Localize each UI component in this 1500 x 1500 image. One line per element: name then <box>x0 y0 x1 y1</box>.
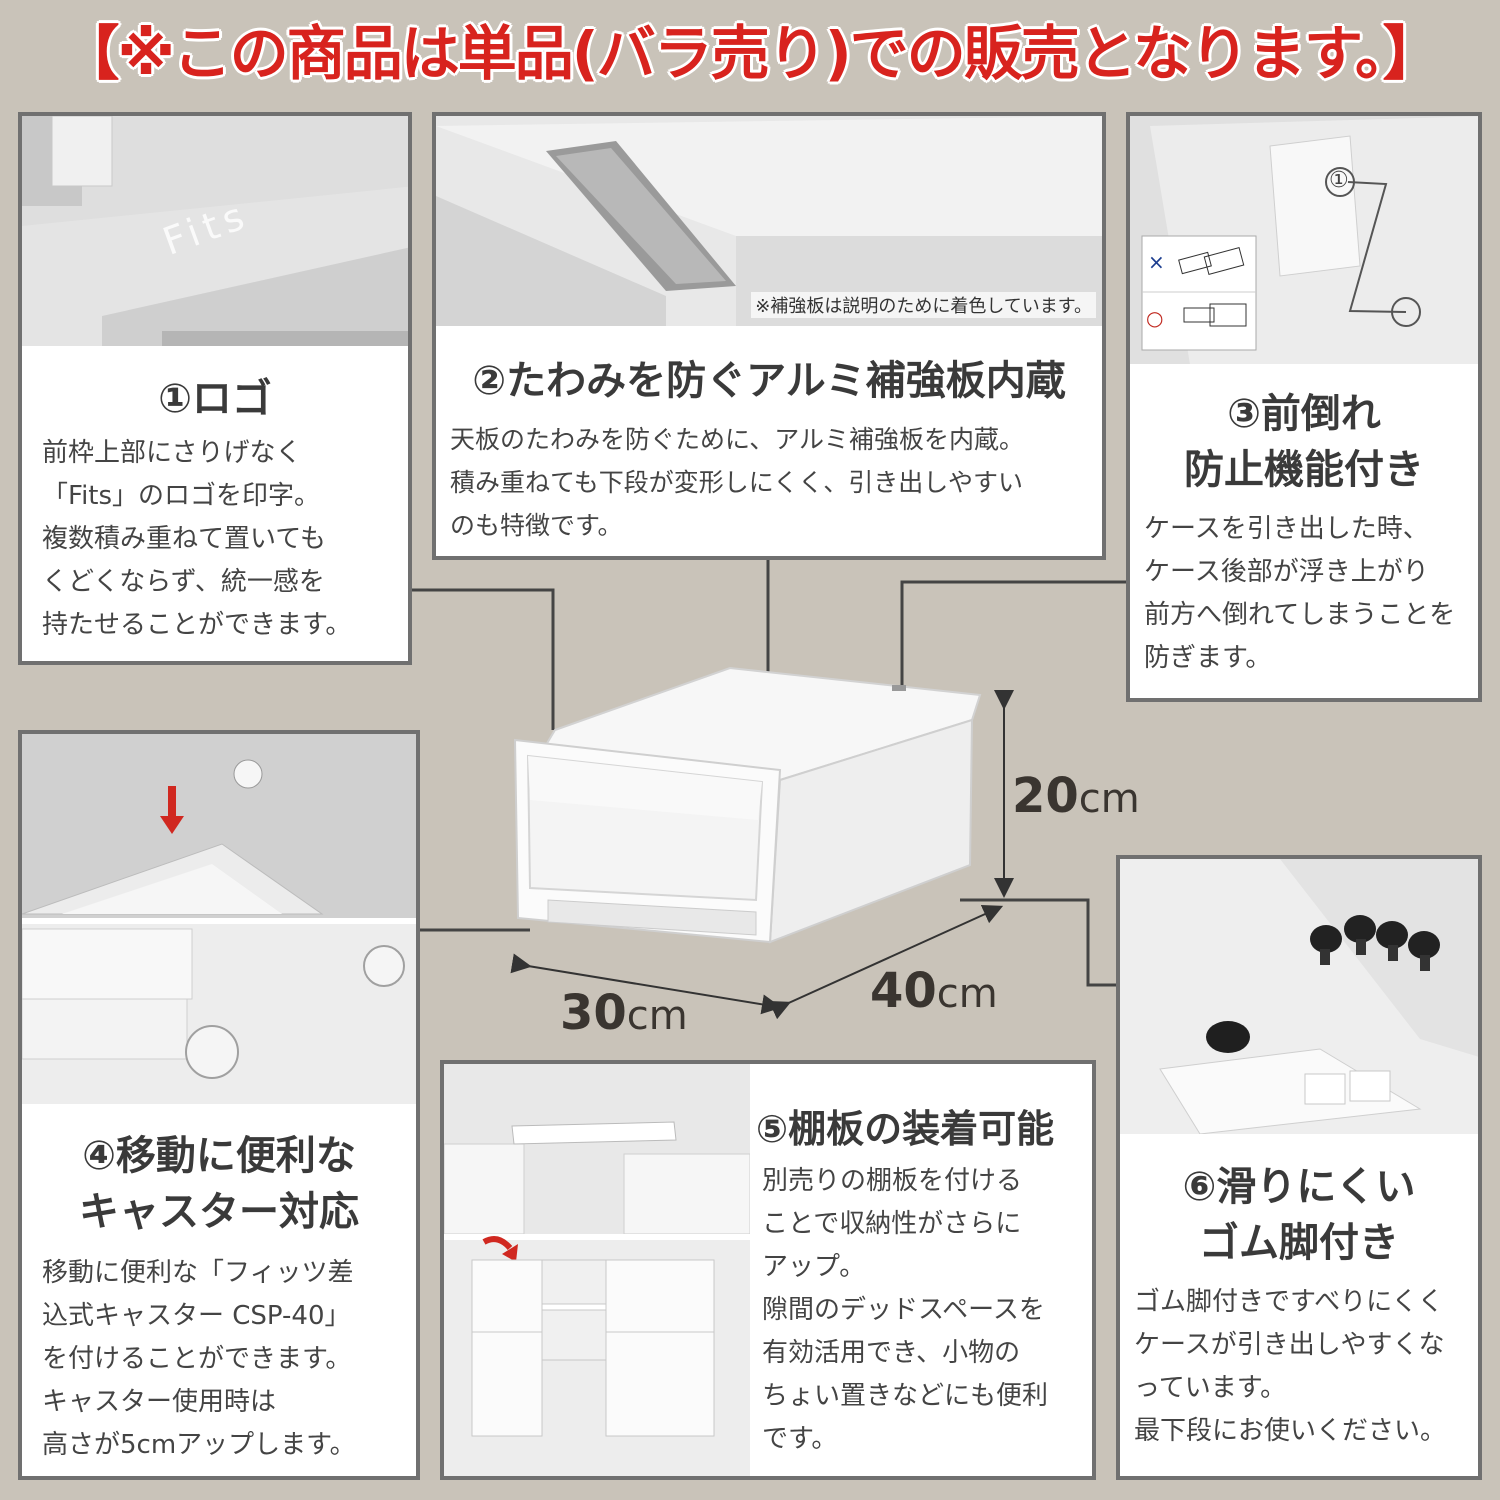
anti-tip-illustration <box>1130 116 1478 364</box>
body-line: です。 <box>762 1424 838 1454</box>
body-line: ちょい置きなどにも便利 <box>762 1381 1049 1411</box>
rubber-feet-photo <box>1120 859 1478 1134</box>
unit-label: cm <box>626 993 688 1039</box>
caster-photo <box>22 734 416 1104</box>
unit-label: cm <box>1078 776 1140 822</box>
body-line: ケースを引き出した時、 <box>1144 514 1429 544</box>
shelf-board-photo <box>444 1064 750 1476</box>
color-note: ※補強板は説明のために着色しています。 <box>751 292 1096 318</box>
depth-dimension: 40cm <box>870 963 998 1019</box>
feature-title-aluminum-plate: ②たわみを防ぐアルミ補強板内蔵 <box>472 358 1066 404</box>
feature-body-shelf-board: 別売りの棚板を付ける ことで収納性がさらに アップ。 隙間のデッドスペースを 有… <box>762 1160 1048 1461</box>
feature-title-anti-tip: ③前倒れ 防止機能付き <box>1130 386 1478 498</box>
shelf-board-illustration <box>444 1064 750 1476</box>
feature-panel-anti-tip: ① × ○ ③前倒れ 防止機能付き ケースを引き出した時、 ケース後部が浮き上が… <box>1126 112 1482 702</box>
body-line: くどくならず、統一感を <box>42 567 325 597</box>
drawer-product-image <box>513 666 982 944</box>
title-line: ゴム脚付き <box>1199 1220 1399 1266</box>
body-line: ことで収納性がさらに <box>762 1209 1022 1239</box>
depth-value: 40 <box>870 963 937 1019</box>
feature-body-logo: 前枠上部にさりげなく 「Fits」のロゴを印字。 複数積み重ねて置いても くどく… <box>42 432 351 647</box>
body-line: を付けることができます。 <box>42 1344 352 1374</box>
body-line: 最下段にお使いください。 <box>1134 1416 1447 1446</box>
feature-body-aluminum-plate: 天板のたわみを防ぐために、アルミ補強板を内蔵。 積み重ねても下段が変形しにくく、… <box>450 418 1024 547</box>
feature-body-anti-tip: ケースを引き出した時、 ケース後部が浮き上がり 前方へ倒れてしまうことを 防ぎま… <box>1144 508 1455 680</box>
feature-body-caster: 移動に便利な「フィッツ差 込式キャスター CSP-40」 を付けることができます… <box>42 1252 356 1467</box>
body-line: ケースが引き出しやすくな <box>1134 1330 1445 1360</box>
body-line: 防ぎます。 <box>1144 643 1272 673</box>
good-example-mark: ○ <box>1146 306 1164 330</box>
body-line: 隙間のデッドスペースを <box>762 1295 1045 1325</box>
width-value: 30 <box>560 985 627 1041</box>
body-line: 高さが5cmアップします。 <box>42 1430 356 1460</box>
body-line: キャスター使用時は <box>42 1387 277 1417</box>
body-line: っています。 <box>1134 1373 1287 1403</box>
body-line: 移動に便利な「フィッツ差 <box>42 1258 354 1288</box>
rubber-feet-illustration <box>1120 859 1478 1134</box>
sale-notice-banner: 【※この商品は単品(バラ売り)での販売となります。】 <box>60 19 1441 88</box>
feature-panel-rubber-feet: ⑥滑りにくい ゴム脚付き ゴム脚付きですべりにくく ケースが引き出しやすくな っ… <box>1116 855 1482 1480</box>
feature-title-shelf-board: ⑤棚板の装着可能 <box>756 1107 1055 1151</box>
feature-body-rubber-feet: ゴム脚付きですべりにくく ケースが引き出しやすくな っています。 最下段にお使い… <box>1134 1281 1446 1453</box>
feature-panel-shelf-board: ⑤棚板の装着可能 別売りの棚板を付ける ことで収納性がさらに アップ。 隙間のデ… <box>440 1060 1096 1480</box>
body-line: 「Fits」のロゴを印字。 <box>42 481 321 511</box>
body-line: 複数積み重ねて置いても <box>42 524 326 554</box>
title-line: 防止機能付き <box>1184 447 1424 493</box>
bad-example-mark: × <box>1148 250 1165 274</box>
title-line: キャスター対応 <box>79 1189 359 1235</box>
feature-title-caster: ④移動に便利な キャスター対応 <box>22 1128 416 1240</box>
unit-label: cm <box>936 971 998 1017</box>
body-line: アップ。 <box>762 1252 866 1282</box>
caster-illustration <box>22 734 416 1104</box>
feature-panel-logo: Fits ①ロゴ 前枠上部にさりげなく 「Fits」のロゴを印字。 複数積み重ね… <box>18 112 412 665</box>
anti-tip-photo: ① × ○ <box>1130 116 1478 364</box>
body-line: 有効活用でき、小物の <box>762 1338 1021 1368</box>
marker-circle: ① <box>1329 168 1349 193</box>
body-line: 天板のたわみを防ぐために、アルミ補強板を内蔵。 <box>450 425 1025 454</box>
body-line: ケース後部が浮き上がり <box>1144 557 1429 587</box>
title-line: ⑥滑りにくい <box>1182 1164 1416 1210</box>
width-dimension: 30cm <box>560 985 688 1041</box>
body-line: 前枠上部にさりげなく <box>42 438 302 468</box>
height-dimension: 20cm <box>1012 768 1140 824</box>
body-line: 持たせることができます。 <box>42 610 352 640</box>
feature-title-logo: ①ロゴ <box>158 376 272 422</box>
body-line: 積み重ねても下段が変形しにくく、引き出しやすい <box>450 468 1024 497</box>
height-value: 20 <box>1012 768 1079 824</box>
body-line: ゴム脚付きですべりにくく <box>1134 1287 1444 1317</box>
body-line: 前方へ倒れてしまうことを <box>1144 600 1456 630</box>
drawer-corner-illustration <box>22 116 408 346</box>
logo-photo: Fits <box>22 116 408 346</box>
body-line: のも特徴です。 <box>450 511 623 540</box>
feature-panel-caster: ④移動に便利な キャスター対応 移動に便利な「フィッツ差 込式キャスター CSP… <box>18 730 420 1480</box>
aluminum-plate-photo: ※補強板は説明のために着色しています。 <box>436 116 1102 326</box>
body-line: 別売りの棚板を付ける <box>762 1166 1023 1196</box>
title-line: ④移動に便利な <box>82 1133 356 1179</box>
feature-panel-aluminum-plate: ※補強板は説明のために着色しています。 ②たわみを防ぐアルミ補強板内蔵 天板のた… <box>432 112 1106 560</box>
title-line: ③前倒れ <box>1227 391 1381 437</box>
body-line: 込式キャスター CSP-40」 <box>42 1301 351 1331</box>
feature-title-rubber-feet: ⑥滑りにくい ゴム脚付き <box>1120 1159 1478 1271</box>
